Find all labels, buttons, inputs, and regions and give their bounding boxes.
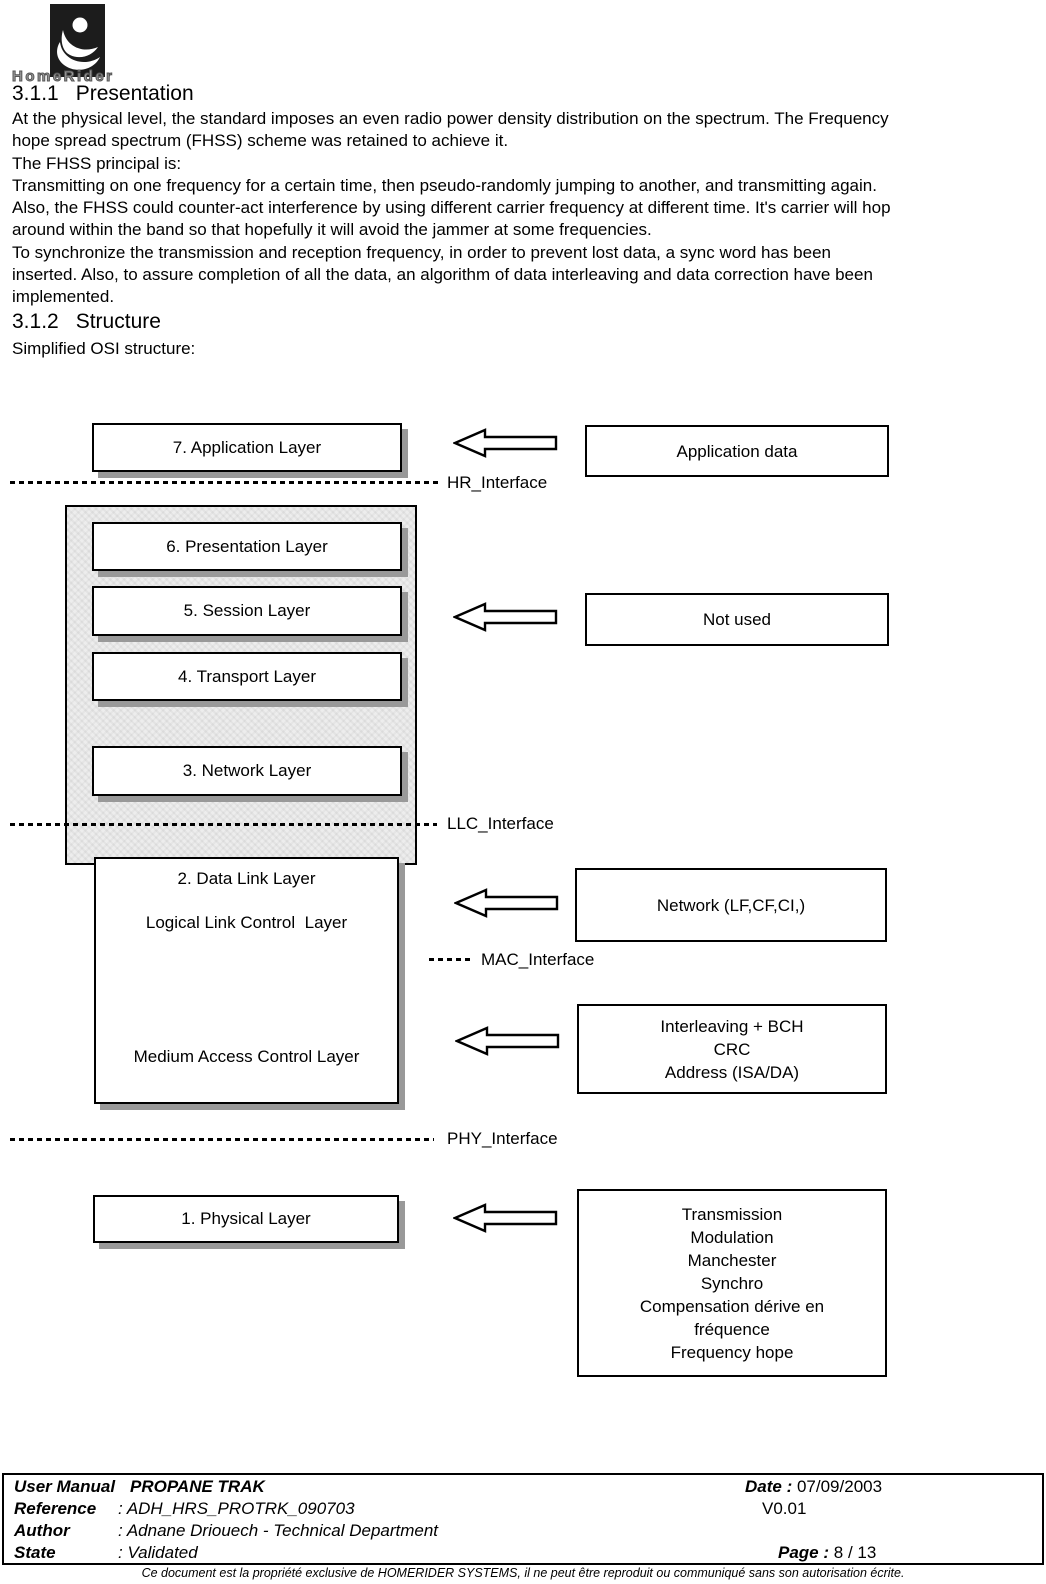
annotation-box-network: Network (LF,CF,CI,) [575,868,887,942]
footer-state-value: : Validated [118,1543,198,1562]
footer-reference-label: Reference [14,1499,97,1518]
footer-page-label: Page : [778,1543,830,1562]
layer-box-transport: 4. Transport Layer [92,652,402,701]
footer-table [2,1473,1044,1565]
homerider-logo-icon [50,4,105,77]
footer-doc-type-label: User Manual [14,1477,116,1496]
section-heading-structure: 3.1.2 Structure [12,310,161,334]
mac-interface-label: MAC_Interface [481,950,595,969]
left-arrow-icon [454,888,559,918]
layer-box-datalink: 2. Data Link Layer Logical Link Control … [94,857,399,1104]
section-number: 3.1.2 [12,310,59,333]
footer-date: Date : 07/09/2003 [745,1477,882,1497]
datalink-llc-sublayer: Logical Link Control Layer [145,913,348,932]
layer-box-session: 5. Session Layer [92,586,402,636]
annotation-box-mac-functions: Interleaving + BCH CRC Address (ISA/DA) [577,1004,887,1094]
section-title: Presentation [75,82,194,105]
annotation-box-physical-functions: Transmission Modulation Manchester Synch… [577,1189,887,1377]
footer-reference-value: : ADH_HRS_PROTRK_090703 [118,1499,355,1518]
footer-page-value: 8 / 13 [833,1543,877,1562]
left-arrow-icon [453,602,558,632]
phy-interface-label: PHY_Interface [447,1129,558,1148]
presentation-paragraph: At the physical level, the standard impo… [12,109,891,307]
footer-author-value: : Adnane Driouech - Technical Department [118,1521,439,1540]
footer-date-value: 07/09/2003 [796,1477,883,1496]
layer-box-application: 7. Application Layer [92,423,402,472]
section-heading-presentation: 3.1.1 Presentation [12,82,194,106]
llc-interface-label: LLC_Interface [447,814,554,833]
left-arrow-icon [453,428,558,458]
hr-interface-label: HR_Interface [447,473,548,492]
left-arrow-icon [455,1026,560,1056]
footer-doc-title: PROPANE TRAK [130,1477,265,1496]
datalink-title: 2. Data Link Layer [177,869,316,888]
confidentiality-notice: Ce document est la propriété exclusive d… [141,1566,905,1580]
annotation-box-not-used: Not used [585,593,889,646]
layer-box-presentation: 6. Presentation Layer [92,522,402,571]
section-number: 3.1.1 [12,82,59,105]
footer-date-label: Date : [745,1477,793,1496]
footer-version: V0.01 [762,1499,807,1518]
footer-page: Page : 8 / 13 [778,1543,876,1563]
section-title: Structure [75,310,161,333]
footer-state-label: State [14,1543,56,1562]
left-arrow-icon [453,1203,558,1233]
datalink-mac-sublayer: Medium Access Control Layer [133,1047,360,1066]
layer-box-physical: 1. Physical Layer [93,1195,399,1243]
brand-wordmark: HomeRider [12,68,115,86]
structure-intro: Simplified OSI structure: [12,339,196,358]
mac-interface-line [429,958,474,961]
footer-author-label: Author [14,1521,70,1540]
layer-box-network: 3. Network Layer [92,746,402,796]
phy-interface-line [10,1138,434,1141]
llc-interface-line [10,823,437,826]
hr-interface-line [10,481,440,484]
annotation-box-application-data: Application data [585,425,889,477]
